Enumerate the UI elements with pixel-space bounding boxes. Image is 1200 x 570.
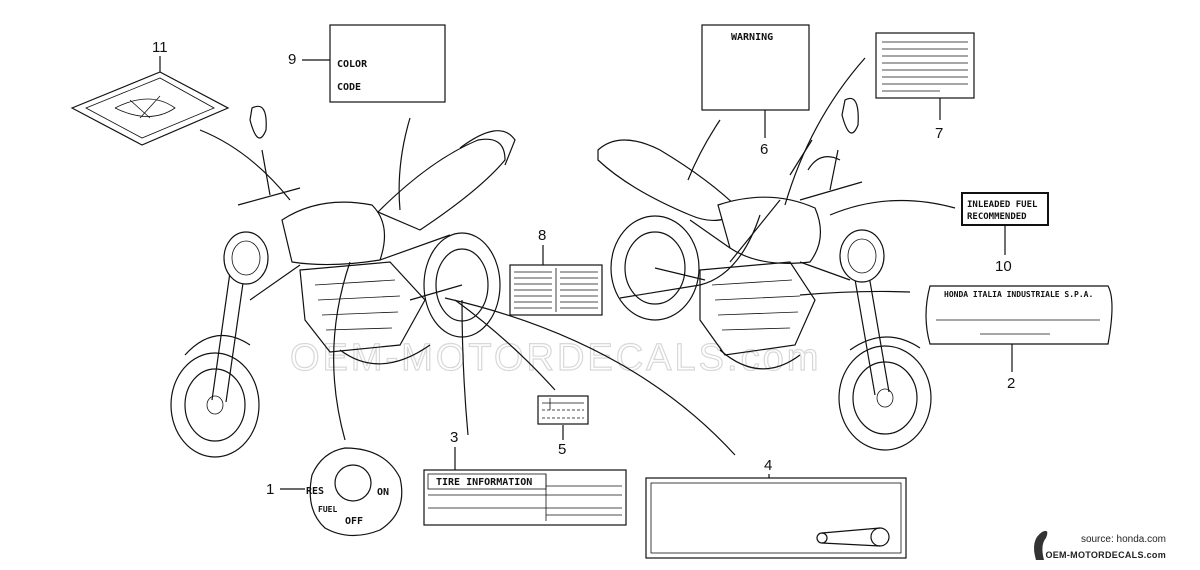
decal-5-small-label: 5 bbox=[537, 395, 589, 458]
label-honda-italia: HONDA ITALIA INDUSTRIALE S.P.A. bbox=[944, 290, 1093, 299]
label-on: ON bbox=[377, 487, 389, 498]
motorcycle-left-side bbox=[170, 105, 516, 458]
callout-5: 5 bbox=[558, 441, 566, 458]
decal-9-color-code: 9 COLOR CODE bbox=[288, 24, 446, 103]
callout-10: 10 bbox=[995, 258, 1012, 275]
label-res: RES bbox=[306, 486, 324, 497]
source-credit: source: honda.com bbox=[1080, 534, 1166, 545]
decal-11-emblem: 11 bbox=[70, 39, 230, 146]
decal-1-fuel-valve: 1 RES ON FUEL OFF bbox=[266, 447, 403, 537]
label-unleaded-line1: INLEADED FUEL bbox=[967, 200, 1038, 210]
decal-3-tire-information: 3 TIRE INFORMATION bbox=[423, 429, 627, 526]
label-fuel: FUEL bbox=[318, 505, 337, 514]
callout-9: 9 bbox=[288, 51, 296, 68]
motorcycle-right-side bbox=[597, 97, 932, 451]
callout-1: 1 bbox=[266, 481, 274, 498]
watermark-text: OEM-MOTORDECALS.com bbox=[290, 337, 821, 379]
decal-2-honda-italia: HONDA ITALIA INDUSTRIALE S.P.A. 2 bbox=[925, 285, 1113, 392]
label-off: OFF bbox=[345, 516, 363, 527]
label-unleaded-line2: RECOMMENDED bbox=[967, 212, 1027, 222]
label-warning: WARNING bbox=[731, 32, 773, 43]
label-code: CODE bbox=[337, 82, 361, 93]
callout-7: 7 bbox=[935, 125, 943, 142]
decal-8-info-label: 8 bbox=[509, 227, 603, 316]
label-color: COLOR bbox=[337, 59, 368, 70]
callout-6: 6 bbox=[760, 141, 768, 158]
decal-4-chain-label: 4 bbox=[645, 457, 907, 559]
callout-11: 11 bbox=[152, 39, 168, 56]
brand-credit: OEM-MOTORDECALS.com bbox=[1045, 550, 1166, 560]
callout-4: 4 bbox=[764, 457, 772, 474]
leader-lines bbox=[199, 57, 956, 456]
decal-10-unleaded-fuel: INLEADED FUEL RECOMMENDED 10 bbox=[961, 192, 1049, 275]
callout-8: 8 bbox=[538, 227, 546, 244]
decal-6-warning: WARNING 6 bbox=[701, 24, 810, 158]
brand-logo-icon bbox=[1034, 530, 1048, 560]
decal-7-lined-label: 7 bbox=[875, 32, 975, 142]
callout-2: 2 bbox=[1007, 375, 1015, 392]
label-tire-information: TIRE INFORMATION bbox=[436, 477, 532, 488]
callout-3: 3 bbox=[450, 429, 458, 446]
